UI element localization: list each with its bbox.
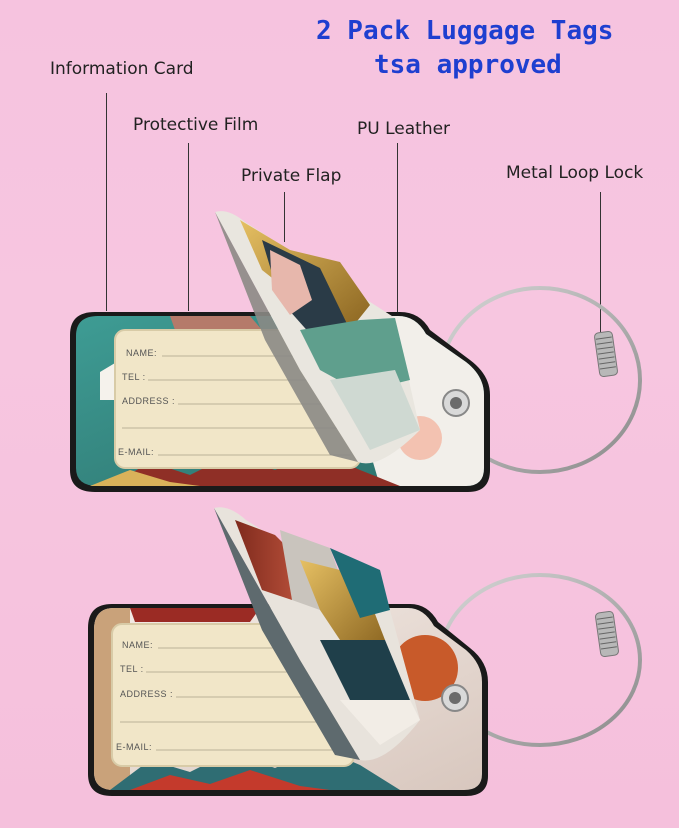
- leader-metal-loop-lock: [600, 192, 601, 340]
- leader-information-card: [106, 93, 107, 311]
- callout-private-flap: Private Flap: [241, 166, 342, 186]
- leader-pu-leather: [397, 143, 398, 313]
- callout-metal-loop-lock: Metal Loop Lock: [506, 163, 644, 183]
- luggage-tag-1: NAME: TEL : ADDRESS : E-MAIL:: [70, 211, 642, 492]
- field-email-label-2: E-MAIL:: [116, 742, 152, 752]
- leader-private-flap: [284, 192, 285, 242]
- field-name-label-1: NAME:: [126, 348, 157, 358]
- field-email-label-1: E-MAIL:: [118, 447, 154, 457]
- field-tel-label-2: TEL :: [120, 664, 144, 674]
- field-name-label-2: NAME:: [122, 640, 153, 650]
- private-flap-2: [214, 507, 420, 761]
- private-flap-1: [215, 211, 420, 464]
- callout-information-card: Information Card: [50, 59, 194, 79]
- callout-pu-leather: PU Leather: [357, 119, 451, 139]
- field-tel-label-1: TEL :: [122, 372, 146, 382]
- field-address-label-1: ADDRESS :: [122, 396, 175, 406]
- luggage-tag-2: NAME: TEL : ADDRESS : E-MAIL:: [88, 507, 642, 796]
- loop-lock-barrel-2: [595, 610, 619, 658]
- loop-lock-barrel-1: [594, 330, 618, 378]
- headline-line-2: tsa approved: [374, 50, 562, 80]
- callout-protective-film: Protective Film: [133, 115, 259, 135]
- leader-protective-film: [188, 143, 189, 311]
- headline-line-1: 2 Pack Luggage Tags: [316, 16, 614, 46]
- field-address-label-2: ADDRESS :: [120, 689, 173, 699]
